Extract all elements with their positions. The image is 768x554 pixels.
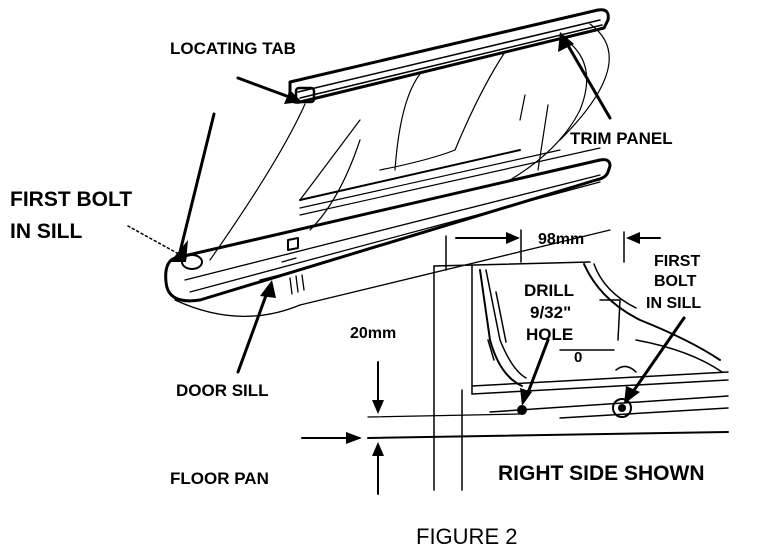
label-first-bolt-right-2: BOLT <box>654 273 697 290</box>
figure-caption: FIGURE 2 <box>416 524 517 549</box>
dimension-arrows <box>301 232 686 495</box>
label-hole-mark: 0 <box>574 349 582 366</box>
left-pointer-arrows <box>127 32 612 374</box>
label-first-bolt-line2: IN SILL <box>10 220 83 243</box>
label-trim-panel: TRIM PANEL <box>570 129 673 148</box>
label-drill-1: DRILL <box>524 281 574 300</box>
label-floor-pan: FLOOR PAN <box>170 469 269 488</box>
trim-panel-drawing <box>164 8 612 317</box>
label-door-sill: DOOR SILL <box>176 381 269 400</box>
label-20mm: 20mm <box>350 325 396 342</box>
label-right-side-shown: RIGHT SIDE SHOWN <box>498 462 705 485</box>
label-first-bolt-right-3: IN SILL <box>646 295 701 312</box>
label-drill-2: 9/32" <box>530 303 571 322</box>
label-locating-tab: LOCATING TAB <box>170 39 296 58</box>
label-first-bolt-line1: FIRST BOLT <box>10 188 132 211</box>
label-first-bolt-right-1: FIRST <box>654 253 700 270</box>
label-98mm: 98mm <box>538 231 584 248</box>
label-drill-3: HOLE <box>526 325 573 344</box>
drill-detail-drawing <box>367 229 729 491</box>
